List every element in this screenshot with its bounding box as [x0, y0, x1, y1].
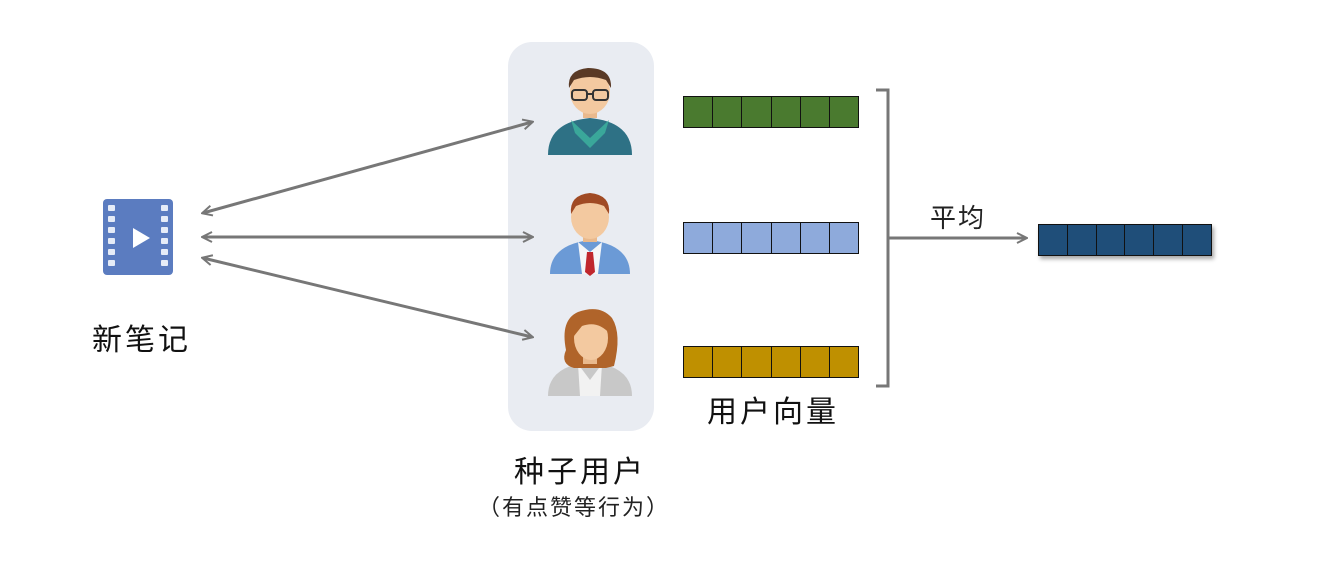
vector-cell [742, 97, 772, 127]
man-with-tie-icon [550, 193, 630, 276]
vector-cell [800, 347, 830, 377]
arrow-to-user-1 [203, 122, 532, 213]
arrow-to-user-3 [203, 258, 532, 337]
vector-cell [684, 347, 714, 377]
connection-arrows [203, 122, 532, 337]
video-file-icon [103, 199, 173, 275]
user-vector-1 [683, 96, 859, 128]
vector-cell [800, 223, 830, 253]
user-vector-3 [683, 346, 859, 378]
average-label: 平均 [930, 204, 987, 234]
new-note-label: 新笔记 [92, 323, 191, 358]
seed-users-label: 种子用户 [514, 455, 646, 490]
woman-icon [548, 309, 632, 396]
vector-cell [829, 97, 859, 127]
grouping-bracket [876, 88, 900, 388]
vector-cell [1125, 225, 1155, 255]
man-with-glasses-scarf-icon [548, 68, 632, 155]
vector-cell [829, 223, 859, 253]
vector-cell [771, 97, 801, 127]
vector-cell [684, 97, 714, 127]
vector-cell [742, 347, 772, 377]
vector-cell [1183, 225, 1211, 255]
vector-cell [829, 347, 859, 377]
vector-cell [1039, 225, 1068, 255]
vector-cell [1154, 225, 1184, 255]
seed-users-note: （有点赞等行为） [478, 496, 671, 521]
vector-cell [713, 347, 743, 377]
vector-cell [713, 223, 743, 253]
vector-cell [1067, 225, 1097, 255]
average-vector [1038, 224, 1212, 256]
vector-cell [742, 223, 772, 253]
vector-cell [684, 223, 714, 253]
vector-cell [771, 223, 801, 253]
vector-cell [713, 97, 743, 127]
user-vector-2 [683, 222, 859, 254]
user-vectors-label: 用户向量 [707, 395, 839, 430]
vector-cell [800, 97, 830, 127]
vector-cell [1096, 225, 1126, 255]
vector-cell [771, 347, 801, 377]
